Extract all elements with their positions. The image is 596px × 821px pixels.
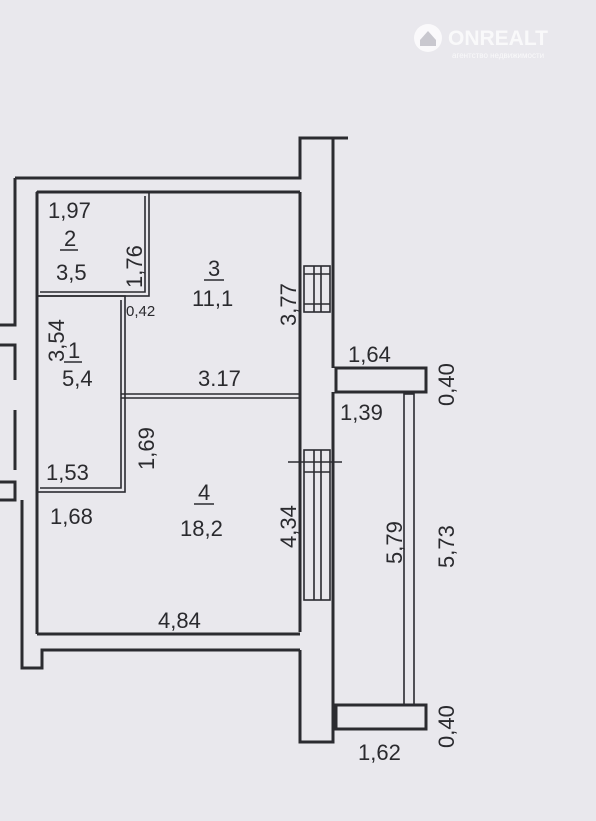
- room-3-number: 3: [208, 256, 220, 281]
- room-2-number: 2: [64, 226, 76, 251]
- dim-balcony-outer-length: 5,73: [434, 525, 459, 568]
- left-outer-wall-lower: [0, 480, 17, 502]
- room-2-area: 3,5: [56, 260, 87, 285]
- window-room-4-lines: [288, 450, 342, 600]
- dim-balcony-bottom-width: 1,62: [358, 740, 401, 765]
- dim-balcony-bottom-depth: 0,40: [434, 705, 459, 748]
- room-1-inner-line: [40, 300, 122, 489]
- left-outer-wall: [0, 178, 17, 327]
- dim-room-1-width: 1,53: [46, 460, 89, 485]
- top-outer-wall: [15, 136, 348, 180]
- window-room-4: [303, 449, 331, 601]
- dim-room-4-height: 4,34: [276, 505, 301, 548]
- room-labels: 1 5,4 2 3,5 3 11,1 4 18,2: [56, 226, 233, 541]
- balcony-bottom-slab: [334, 703, 428, 731]
- walls: [0, 136, 348, 744]
- balcony: [334, 366, 428, 731]
- watermark-subtitle: агентство недвижимости: [452, 51, 544, 60]
- dimension-labels: 1,97 1,76 3,54 0,42 3.17 3,77 1,53 1,68 …: [44, 198, 459, 765]
- dim-balcony-inner-width: 1,39: [340, 400, 383, 425]
- room-1-number: 1: [68, 338, 80, 363]
- balcony-top-slab: [334, 366, 428, 394]
- dim-room-4-left: 1,68: [50, 504, 93, 529]
- dim-balcony-top-depth: 0,40: [434, 363, 459, 406]
- dim-room-3-width: 3.17: [198, 366, 241, 391]
- dim-balcony-top-width: 1,64: [348, 342, 391, 367]
- partitions: [36, 191, 300, 493]
- dim-balcony-inner-length: 5,79: [382, 521, 407, 564]
- room-3-4-divider: [121, 393, 300, 399]
- room-3-area: 11,1: [192, 286, 233, 311]
- dim-room-1-gap: 0,42: [126, 303, 155, 320]
- windows: [288, 265, 342, 601]
- dim-room-2-width: 1,97: [48, 198, 91, 223]
- dim-room-3-height: 3,77: [276, 283, 301, 326]
- dim-room-4-width: 4,84: [158, 608, 201, 633]
- dim-room-2-height: 1,76: [122, 245, 147, 288]
- balcony-rail: [403, 393, 415, 706]
- window-room-3: [303, 265, 331, 313]
- house-logo-icon: [414, 24, 442, 52]
- left-corridor-wall: [0, 343, 17, 470]
- right-wall-lower: [298, 392, 335, 744]
- dim-room-1-door: 1,69: [134, 427, 159, 470]
- room-2-inner-line: [40, 196, 146, 293]
- dim-room-1-height: 3,54: [44, 319, 69, 362]
- bottom-outer-wall: [20, 500, 300, 670]
- watermark: ONREALT агентство недвижимости: [414, 24, 548, 60]
- room-1-area: 5,4: [62, 366, 93, 391]
- room-4-number: 4: [198, 480, 210, 505]
- room-4-area: 18,2: [180, 516, 223, 541]
- watermark-brand: ONREALT: [448, 27, 548, 50]
- window-room-3-lines: [304, 266, 330, 312]
